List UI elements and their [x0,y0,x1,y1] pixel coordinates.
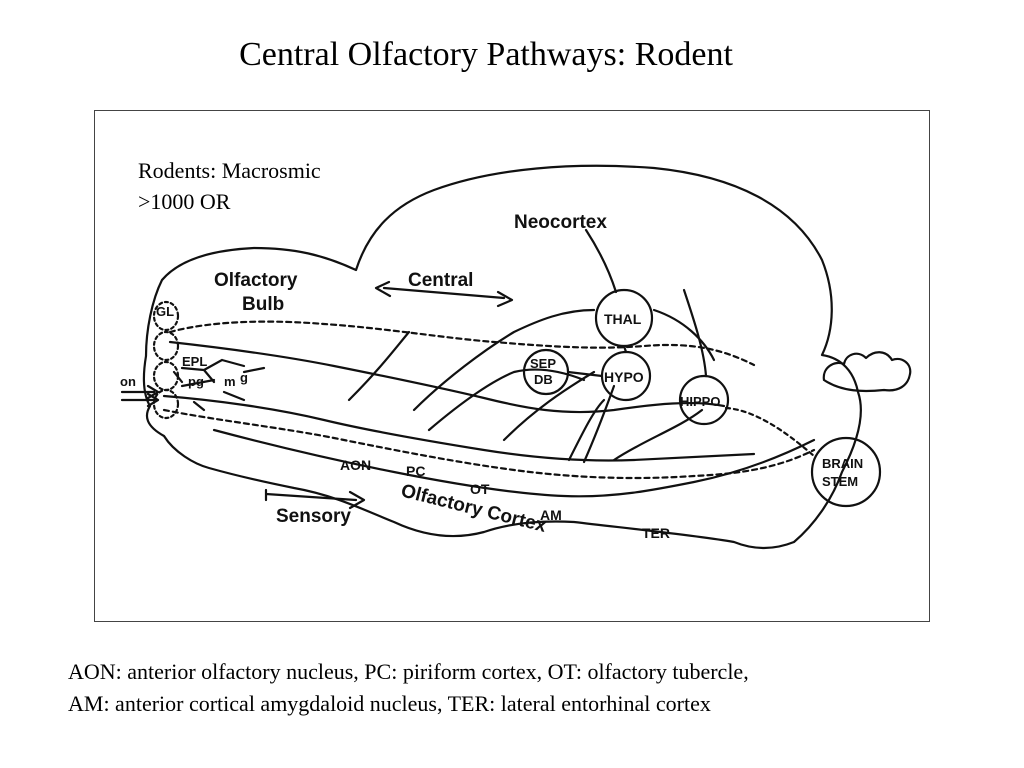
fiber-7 [612,408,704,462]
brain-stem-circle [810,436,882,508]
label-central: Central [408,270,473,291]
label-m: m [224,374,236,389]
figure-frame [94,110,930,622]
sensory-arrow [264,488,366,510]
hippo-stem-dashed [724,406,816,458]
label-ot: OT [470,481,490,497]
glomerulus-2 [152,330,180,362]
fiber-2 [412,308,596,412]
glomerulus-4 [152,388,180,420]
label-epl: EPL [182,354,207,369]
fiber-5 [567,398,606,462]
bulb-branches [172,358,266,412]
label-gl: GL [156,304,174,319]
label-pg: pg [188,374,204,389]
rodent-note: Rodents: Macrosmic >1000 OR [138,155,321,217]
slide-title: Central Olfactory Pathways: Rodent [239,36,733,73]
label-hippo: HIPPO [680,394,720,409]
caption-line-2: AM: anterior cortical amygdaloid nucleus… [68,691,711,716]
label-olfactory-bulb-2: Bulb [242,294,284,315]
hippo-up [682,288,708,378]
label-olfactory-bulb-1: Olfactory [214,270,298,291]
label-stem: STEM [822,474,858,489]
fiber-6 [582,384,616,464]
caption-line-1: AON: anterior olfactory nucleus, PC: pir… [68,659,749,684]
sep-hypo-link [566,370,604,378]
tract-inner-solid [168,340,726,414]
on-input-arrows [120,384,160,408]
cerebellum [822,351,912,393]
glomerulus-1 [152,300,180,332]
note-line-1: Rodents: Macrosmic [138,158,321,183]
label-neocortex: Neocortex [514,212,607,233]
cortex-floor [212,428,816,498]
hippo-circle [678,374,730,426]
label-am: AM [540,507,562,523]
label-db: DB [534,372,553,387]
label-ter: TER [642,525,670,541]
label-sep: SEP [530,356,556,371]
thal-loop [652,308,716,362]
olfactory-pathway-diagram: Neocortex Central Olfactory Bulb GL EPL … [94,110,930,622]
label-hypo: HYPO [604,369,644,385]
label-brain: BRAIN [822,456,863,471]
label-sensory: Sensory [276,506,351,527]
brain-outline [142,164,862,550]
label-g: g [240,370,248,385]
fiber-4 [502,370,596,442]
fiber-3 [427,368,586,432]
fiber-1 [347,330,411,402]
abbreviation-caption: AON: anterior olfactory nucleus, PC: pir… [68,656,968,720]
label-aon: AON [340,457,371,473]
tract-outer-dashed [168,320,756,367]
thal-hypo-link [622,344,628,354]
label-thal: THAL [604,311,642,327]
tract-lower-dashed [162,408,816,480]
glomerulus-3 [152,360,180,392]
central-arrow [374,280,514,308]
tract-lower-solid [162,394,756,462]
label-pc: PC [406,463,425,479]
neocortex-link [584,228,618,294]
label-on: on [120,374,136,389]
note-line-2: >1000 OR [138,189,231,214]
